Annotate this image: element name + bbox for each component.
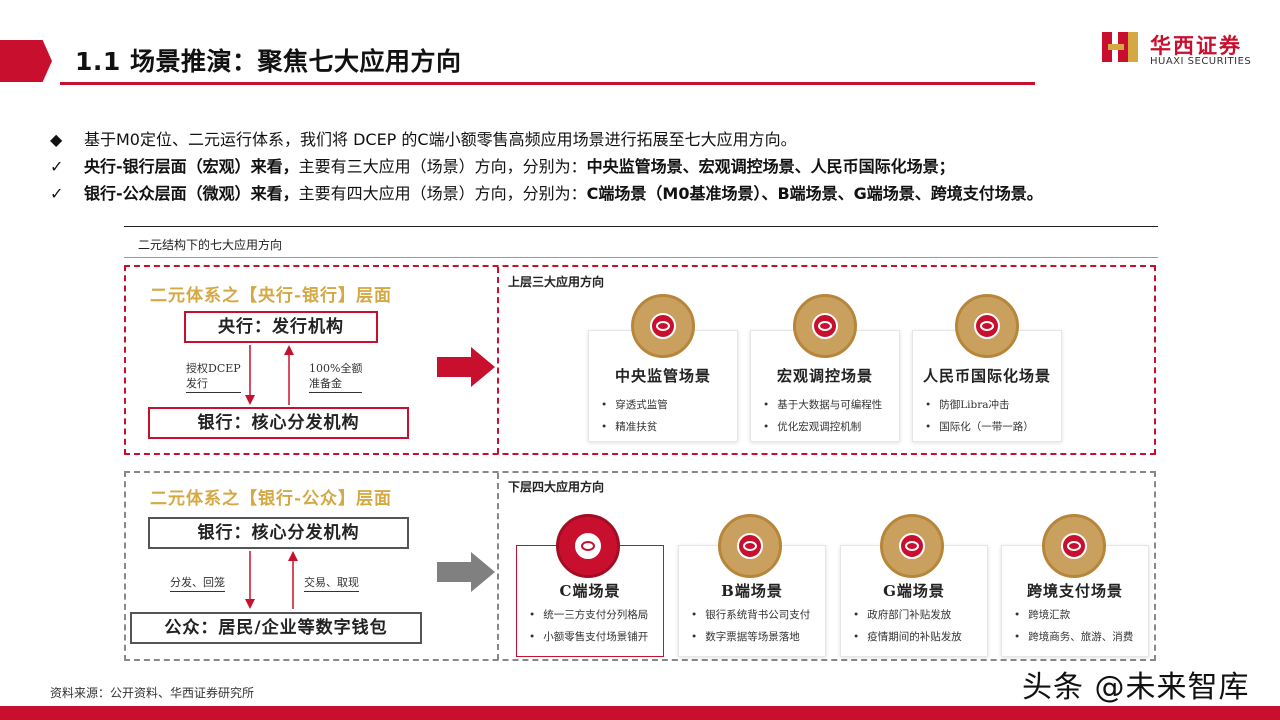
scenario-circle-icon [880, 514, 944, 578]
public-wallet-box: 公众：居民/企业等数字钱包 [130, 612, 422, 644]
check-icon: ✓ [50, 184, 64, 203]
bullet-text: 主要有四大应用（场景）方向，分别为： [298, 184, 587, 203]
bullet-text: 基于M0定位、二元运行体系，我们将 DCEP 的C端小额零售高频应用场景进行拓展… [84, 130, 797, 149]
card-title: 中央监管场景 [614, 367, 711, 385]
lower-layer-title: 二元体系之【银行-公众】层面 [150, 489, 393, 509]
central-bank-box: 央行：发行机构 [184, 311, 378, 343]
card-item: 跨境汇款 [1014, 607, 1070, 622]
lower-section-label: 下层四大应用方向 [508, 480, 605, 494]
distribution-label: 分发、回笼 [170, 575, 225, 592]
down-arrow-icon [245, 551, 255, 609]
coin-icon [899, 533, 925, 559]
upper-layer-divider [497, 267, 499, 454]
card-item: 政府部门补贴发放 [853, 607, 951, 622]
card-title: 人民币国际化场景 [922, 367, 1051, 385]
right-arrow-gray-icon [437, 552, 495, 592]
upper-layer-frame [124, 265, 1156, 455]
card-item: 国际化（一带一路） [925, 419, 1034, 434]
card-item: 优化宏观调控机制 [763, 419, 861, 434]
card-item: 跨境商务、旅游、消费 [1014, 629, 1133, 644]
watermark: 头条 @未来智库 [1022, 670, 1250, 705]
up-arrow-icon [288, 551, 298, 609]
title-underline [60, 82, 1035, 85]
card-title: 跨境支付场景 [1026, 582, 1123, 600]
bullet-bold-tail: C端场景（M0基准场景）、B端场景、G端场景、跨境支付场景。 [586, 184, 1043, 203]
bullet-bold-lead: 央行-银行层面（宏观）来看， [84, 157, 299, 176]
down-arrow-icon [245, 345, 255, 405]
right-arrow-red-icon [437, 347, 495, 387]
bank-core-box: 银行：核心分发机构 [148, 407, 409, 439]
card-item: 精准扶贫 [601, 419, 657, 434]
lower-layer-frame [124, 471, 1156, 661]
huaxi-logo-icon [1102, 32, 1138, 62]
page-title: 1.1 场景推演：聚焦七大应用方向 [75, 47, 462, 76]
figure-caption-rule [124, 257, 1158, 258]
footer-bar [0, 706, 1280, 720]
card-title: 宏观调控场景 [776, 367, 873, 385]
scenario-circle-icon [793, 294, 857, 358]
upper-section-label: 上层三大应用方向 [508, 275, 605, 289]
scenario-circle-icon [631, 294, 695, 358]
source-note: 资料来源：公开资料、华西证券研究所 [50, 686, 255, 700]
bank-core-box-lower: 银行：核心分发机构 [148, 517, 409, 549]
coin-icon [575, 533, 601, 559]
scenario-circle-icon [1042, 514, 1106, 578]
bullet-text: 主要有三大应用（场景）方向，分别为： [298, 157, 587, 176]
coin-icon [974, 313, 1000, 339]
bullet-3: ✓ 银行-公众层面（微观）来看，主要有四大应用（场景）方向，分别为：C端场景（M0… [50, 180, 1043, 204]
card-title: B端场景 [721, 582, 783, 600]
bullet-bold-tail: 中央监管场景、宏观调控场景、人民币国际化场景； [586, 157, 955, 176]
bullet-1: ◆ 基于M0定位、二元运行体系，我们将 DCEP 的C端小额零售高频应用场景进行拓… [50, 126, 797, 150]
card-cross-border: 跨境支付场景 跨境汇款 跨境商务、旅游、消费 [1001, 545, 1149, 657]
title-accent-tab [0, 40, 52, 82]
card-item: 数字票据等场景落地 [691, 629, 800, 644]
check-icon: ✓ [50, 157, 64, 176]
logo-text-cn: 华西证券 [1150, 34, 1242, 58]
issue-authorization-label: 授权DCEP 发行 [186, 361, 241, 393]
card-title: C端场景 [559, 582, 621, 600]
card-item: 基于大数据与可编程性 [763, 397, 882, 412]
card-b-end: B端场景 银行系统背书公司支付 数字票据等场景落地 [678, 545, 826, 657]
up-arrow-icon [284, 345, 294, 405]
reserve-label: 100%全额 准备金 [309, 361, 363, 393]
coin-icon [737, 533, 763, 559]
coin-icon [1061, 533, 1087, 559]
upper-layer-title: 二元体系之【央行-银行】层面 [150, 286, 393, 306]
card-item: 银行系统背书公司支付 [691, 607, 810, 622]
scenario-circle-icon [955, 294, 1019, 358]
card-item: 小额零售支付场景铺开 [529, 629, 648, 644]
card-item: 穿透式监管 [601, 397, 668, 412]
coin-icon [650, 313, 676, 339]
bullet-2: ✓ 央行-银行层面（宏观）来看，主要有三大应用（场景）方向，分别为：中央监管场景、… [50, 153, 955, 177]
card-item: 统一三方支付分列格局 [529, 607, 648, 622]
lower-layer-divider [497, 473, 499, 660]
coin-icon [812, 313, 838, 339]
transaction-label: 交易、取现 [304, 575, 359, 592]
scenario-circle-icon [718, 514, 782, 578]
bullet-bold-lead: 银行-公众层面（微观）来看， [84, 184, 299, 203]
logo-text-en: HUAXI SECURITIES [1150, 56, 1252, 67]
figure-caption: 二元结构下的七大应用方向 [138, 238, 283, 252]
card-item: 防御Libra冲击 [925, 397, 1009, 412]
figure-top-rule [124, 226, 1158, 227]
scenario-circle-icon [556, 514, 620, 578]
card-title: G端场景 [883, 582, 945, 600]
card-item: 疫情期间的补贴发放 [853, 629, 962, 644]
diamond-bullet-icon: ◆ [50, 130, 63, 149]
